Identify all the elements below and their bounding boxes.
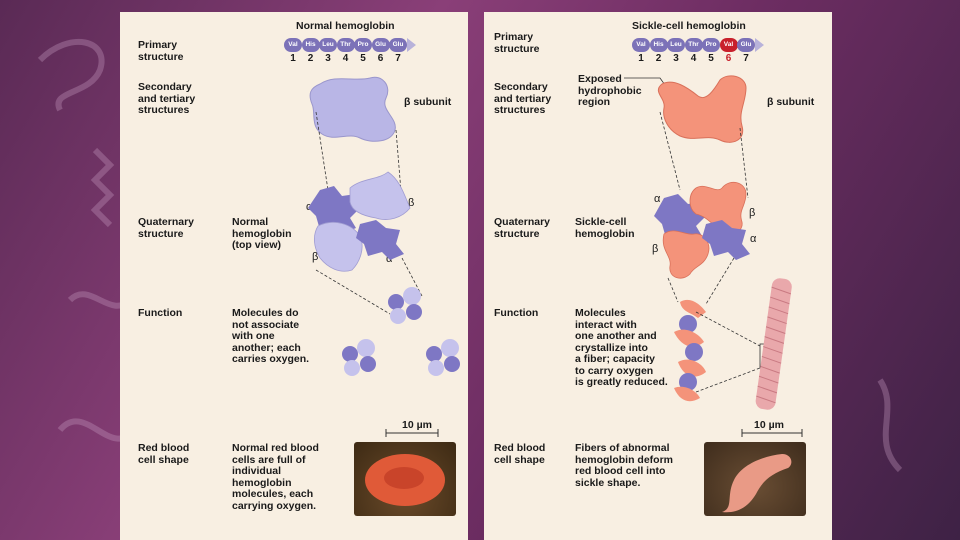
normal-alpha-1 bbox=[308, 186, 360, 234]
amino-acid-2: His bbox=[649, 38, 668, 52]
rbc-description: Normal red blood cells are full of indiv… bbox=[232, 442, 319, 512]
position-number-7: 7 bbox=[743, 53, 749, 64]
function-label: Function bbox=[494, 307, 539, 319]
amino-acid-1: Val bbox=[284, 38, 302, 52]
sickle-alpha-2 bbox=[702, 220, 750, 260]
normal-beta-2 bbox=[314, 222, 363, 272]
primary-structure-label: Primary structure bbox=[494, 31, 540, 55]
position-number-5: 5 bbox=[708, 53, 714, 64]
rbc-description: Fibers of abnormal hemoglobin deform red… bbox=[575, 442, 673, 489]
position-number-4: 4 bbox=[342, 53, 349, 64]
rbc-shape-label: Red blood cell shape bbox=[138, 442, 190, 466]
sickle-beta-subunit bbox=[657, 75, 747, 143]
function-description: Molecules interact with one another and … bbox=[575, 307, 668, 388]
primary-structure-label: Primary structure bbox=[138, 39, 184, 63]
sickle-fiber-stack bbox=[674, 299, 706, 402]
alpha-label-1: α bbox=[654, 193, 661, 205]
amino-acid-3: Leu bbox=[667, 38, 685, 52]
rbc-shape-label: Red blood cell shape bbox=[494, 442, 546, 466]
normal-alpha-2 bbox=[356, 220, 404, 260]
secondary-structure-label: Secondary and tertiary structures bbox=[494, 81, 552, 116]
amino-acid-7: Glu bbox=[737, 38, 755, 52]
normal-molecule-small-2 bbox=[342, 339, 376, 376]
amino-acid-1: Val bbox=[632, 38, 650, 52]
quaternary-description: Normal hemoglobin (top view) bbox=[232, 216, 292, 251]
sickle-beta-1 bbox=[689, 181, 747, 235]
secondary-structure-label: Secondary and tertiary structures bbox=[138, 81, 196, 116]
amino-acid-6: Val bbox=[719, 38, 738, 52]
beta-label-2: β bbox=[312, 251, 319, 263]
scale-bar bbox=[741, 429, 803, 437]
function-label: Function bbox=[138, 307, 183, 319]
amino-acid-4: Thr bbox=[336, 38, 355, 52]
sickle-beta-2 bbox=[662, 230, 710, 279]
beta-label-2: β bbox=[652, 243, 659, 255]
position-number-2: 2 bbox=[655, 53, 662, 64]
position-number-1: 1 bbox=[290, 53, 296, 64]
sickle-structure-drawings bbox=[624, 75, 803, 437]
scale-bar bbox=[385, 429, 439, 437]
position-number-1: 1 bbox=[638, 53, 644, 64]
function-description: Molecules do not associate with one anot… bbox=[232, 307, 310, 365]
position-number-3: 3 bbox=[673, 53, 679, 64]
sickle-title: Sickle-cell hemoglobin bbox=[632, 20, 746, 32]
amino-acid-2: His bbox=[301, 38, 320, 52]
quaternary-structure-label: Quaternary structure bbox=[138, 216, 195, 240]
chain-continuation-icon bbox=[406, 38, 416, 52]
quaternary-structure-label: Quaternary structure bbox=[494, 216, 551, 240]
normal-title: Normal hemoglobin bbox=[296, 20, 395, 32]
quaternary-description: Sickle-cell hemoglobin bbox=[575, 216, 635, 240]
amino-acid-3: Leu bbox=[319, 38, 337, 52]
normal-rbc-photo bbox=[354, 442, 456, 516]
alpha-label-2: α bbox=[750, 233, 757, 245]
position-number-3: 3 bbox=[325, 53, 331, 64]
normal-beta-subunit bbox=[309, 76, 396, 142]
sickle-fiber bbox=[755, 278, 792, 410]
normal-beta-1 bbox=[349, 171, 411, 220]
beta-label-1: β bbox=[749, 207, 756, 219]
amino-acid-4: Thr bbox=[684, 38, 703, 52]
normal-structure-drawings bbox=[308, 76, 460, 437]
beta-subunit-label: β subunit bbox=[404, 96, 452, 108]
amino-acid-7: Glu bbox=[389, 38, 407, 52]
chain-continuation-icon bbox=[754, 38, 764, 52]
scale-label: 10 µm bbox=[402, 419, 432, 431]
position-number-7: 7 bbox=[395, 53, 401, 64]
position-number-6: 6 bbox=[377, 53, 384, 64]
sickle-rbc-photo bbox=[704, 442, 806, 516]
position-number-4: 4 bbox=[690, 53, 697, 64]
exposed-region-label: Exposed hydrophobic region bbox=[578, 73, 642, 108]
position-number-6: 6 bbox=[725, 53, 732, 64]
amino-acid-5: Pro bbox=[702, 38, 720, 52]
normal-molecule-small-3 bbox=[426, 339, 460, 376]
position-number-5: 5 bbox=[360, 53, 366, 64]
beta-label-1: β bbox=[408, 197, 415, 209]
scale-label: 10 µm bbox=[754, 419, 784, 431]
normal-molecule-small-1 bbox=[388, 287, 422, 324]
beta-subunit-label: β subunit bbox=[767, 96, 815, 108]
amino-acid-5: Pro bbox=[354, 38, 372, 52]
amino-acid-6: Glu bbox=[371, 38, 390, 52]
position-number-2: 2 bbox=[307, 53, 314, 64]
